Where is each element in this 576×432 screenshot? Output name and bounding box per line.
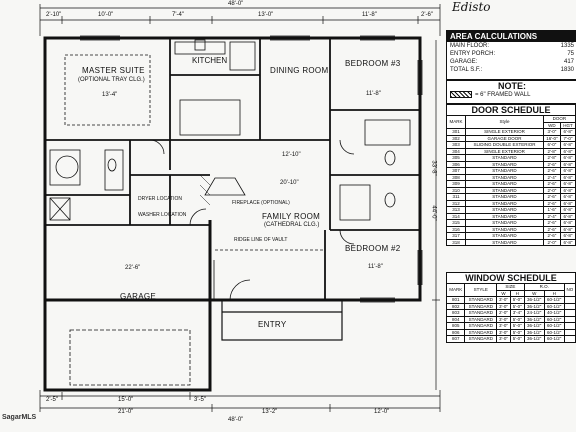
dim-right-1: 33'-8" (430, 160, 437, 176)
area-row: TOTAL S.F.:1830 (450, 67, 574, 73)
room-family-dim: 20'-10" (280, 180, 299, 186)
note-panel: NOTE: = 6" FRAMED WALL (446, 80, 576, 104)
dim-top-part-1: 2'-10" (46, 12, 62, 18)
room-master-note: (OPTIONAL TRAY CLG.) (78, 77, 145, 83)
room-entry: ENTRY (258, 320, 287, 329)
area-calculations-title: AREA CALCULATIONS (447, 31, 576, 42)
dim-top-part-2: 10'-0" (98, 12, 114, 18)
dim-top-part-6: 2'-6" (421, 12, 433, 18)
room-bedroom-3-dim: 11'-8" (366, 91, 381, 97)
area-row: ENTRY PORCH:75 (450, 51, 574, 57)
area-calculations-panel: AREA CALCULATIONS MAIN FLOOR:1335 ENTRY … (446, 30, 576, 80)
label-washer: WASHER LOCATION (138, 212, 187, 218)
dim-bottom-overall: 48'-0" (228, 417, 244, 423)
framed-wall-swatch (450, 91, 472, 98)
mls-watermark: SagarMLS (2, 414, 37, 421)
room-family-note: (CATHEDRAL CLG.) (264, 222, 320, 228)
room-dining: DINING ROOM (270, 66, 329, 75)
door-schedule-title: DOOR SCHEDULE (446, 104, 576, 115)
dim-bottom-inner-2: 15'-0" (118, 397, 134, 403)
dim-right-2: 44'-0" (430, 205, 437, 221)
dim-bottom-inner-1: 2'-5" (46, 397, 58, 403)
dim-bottom-inner-3: 3'-5" (194, 397, 206, 403)
room-bedroom-2-dim: 11'-8" (368, 264, 383, 270)
area-row: GARAGE:417 (450, 59, 574, 65)
dim-bottom-part-3: 12'-0" (374, 409, 390, 415)
room-bedroom-2: BEDROOM #2 (345, 244, 401, 253)
dim-top-overall: 48'-0" (228, 1, 244, 7)
door-schedule: DOOR SCHEDULE MARK Style DOOR WD HGT 301… (445, 104, 576, 246)
room-dining-dim: 12'-10" (282, 152, 301, 158)
room-kitchen: KITCHEN (192, 56, 228, 65)
handwritten-title: Edisto (452, 0, 491, 14)
room-bedroom-3: BEDROOM #3 (345, 59, 401, 68)
room-garage: GARAGE (120, 292, 157, 301)
label-dryer: DRYER LOCATION (138, 196, 182, 202)
area-row: MAIN FLOOR:1335 (450, 43, 574, 49)
room-family: FAMILY ROOM (262, 212, 321, 221)
dim-bottom-part-1: 21'-0" (118, 409, 134, 415)
room-garage-dim: 22'-6" (125, 265, 141, 271)
room-master-dim: 13'-4" (102, 92, 118, 98)
label-ridge: RIDGE LINE OF VAULT (234, 237, 288, 243)
note-title: NOTE: (498, 81, 526, 91)
dim-top-part-4: 13'-0" (258, 12, 274, 18)
window-schedule: WINDOW SCHEDULE MARK STYLE SIZE R.O. NO … (445, 272, 576, 343)
dim-bottom-part-2: 13'-2" (262, 409, 278, 415)
dim-top-part-5: 11'-8" (362, 12, 377, 18)
window-schedule-title: WINDOW SCHEDULE (446, 272, 576, 283)
note-text: = 6" FRAMED WALL (475, 91, 531, 98)
label-fireplace: FIREPLACE (OPTIONAL) (232, 200, 290, 206)
dim-top-part-3: 7'-4" (172, 12, 184, 18)
room-master-suite: MASTER SUITE (82, 66, 145, 75)
